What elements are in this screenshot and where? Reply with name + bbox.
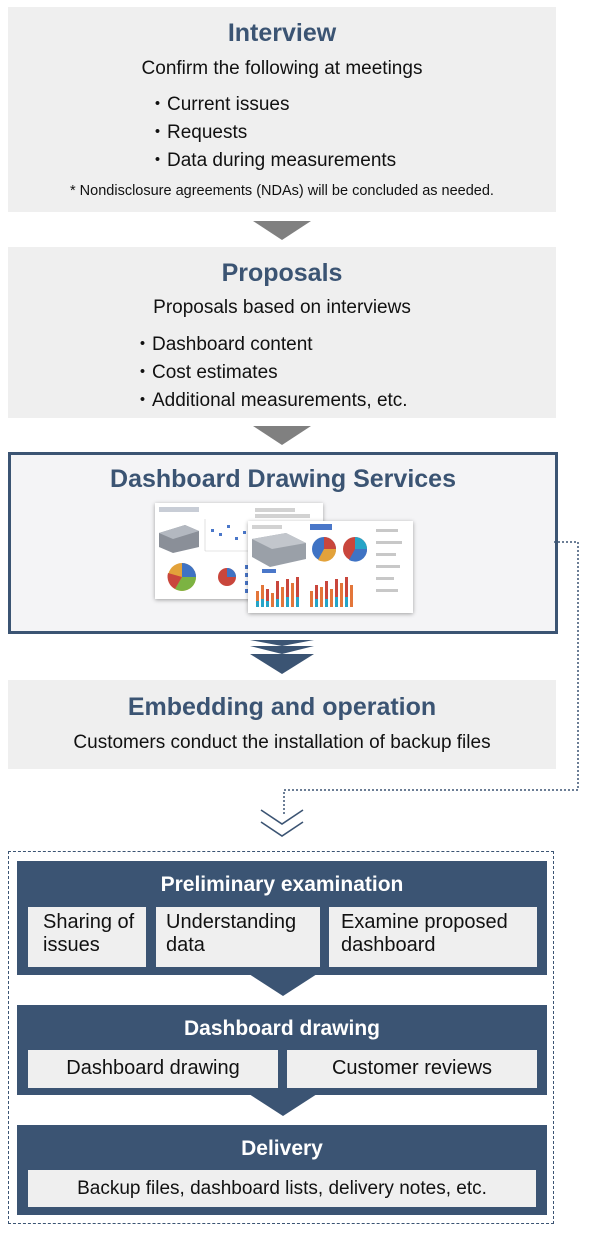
proposals-title: Proposals [221,259,343,287]
dashboard-services-box: Dashboard Drawing Services [8,452,558,634]
dashboard-screenshot-front [248,521,413,613]
embedding-subtitle: Customers conduct the installation of ba… [73,732,491,753]
arrow-proposals-to-dashboard [253,426,311,445]
drawing-dashboard-drawing: Dashboard drawing [28,1050,278,1088]
interview-item-data: ・Data during measurements [148,150,397,171]
nda-note: * Nondisclosure agreements (NDAs) will b… [70,183,494,199]
arrow-preliminary-to-drawing [249,974,317,996]
service-scope-frame [8,851,554,1224]
dashboard-screenshot-back-graphic [159,507,310,593]
stacked-bars [256,577,353,607]
arrow-drawing-to-delivery [249,1094,317,1116]
proposals-box: Proposals Proposals based on interviews … [8,247,556,418]
dashboard-services-title: Dashboard Drawing Services [110,465,456,493]
interview-subtitle: Confirm the following at meetings [141,58,423,79]
arrow-dashboard-to-embedding [250,640,314,674]
preliminary-title: Preliminary examination [160,873,404,896]
interview-title: Interview [227,19,337,47]
dotted-connector [283,541,579,814]
drawing-panel: Dashboard drawing Dashboard drawing Cust… [17,1005,547,1095]
proposals-item-additional: ・Additional measurements, etc. [133,390,408,411]
chevron-down-icon [260,809,304,837]
proposals-subtitle: Proposals based on interviews [153,297,411,318]
drawing-customer-reviews: Customer reviews [287,1050,537,1088]
interview-item-requests: ・Requests [148,122,248,143]
interview-box: Interview Confirm the following at meeti… [8,7,556,212]
preliminary-examine-dashboard: Examine proposed dashboard [329,907,537,967]
drawing-title: Dashboard drawing [183,1017,381,1040]
delivery-title: Delivery [241,1137,323,1160]
dashboard-screenshot-front-graphic [252,524,402,607]
delivery-items: Backup files, dashboard lists, delivery … [28,1170,536,1207]
interview-item-current-issues: ・Current issues [148,94,290,115]
arrow-interview-to-proposals [253,221,311,240]
preliminary-sharing-of-issues: Sharing of issues [28,907,146,967]
proposals-item-cost-estimates: ・Cost estimates [133,362,278,383]
preliminary-understanding-data: Understanding data [156,907,320,967]
proposals-item-dashboard-content: ・Dashboard content [133,334,313,355]
preliminary-panel: Preliminary examination Sharing of issue… [17,861,547,975]
embedding-title: Embedding and operation [127,693,437,721]
embedding-box: Embedding and operation Customers conduc… [8,680,556,769]
delivery-panel: Delivery Backup files, dashboard lists, … [17,1125,547,1215]
